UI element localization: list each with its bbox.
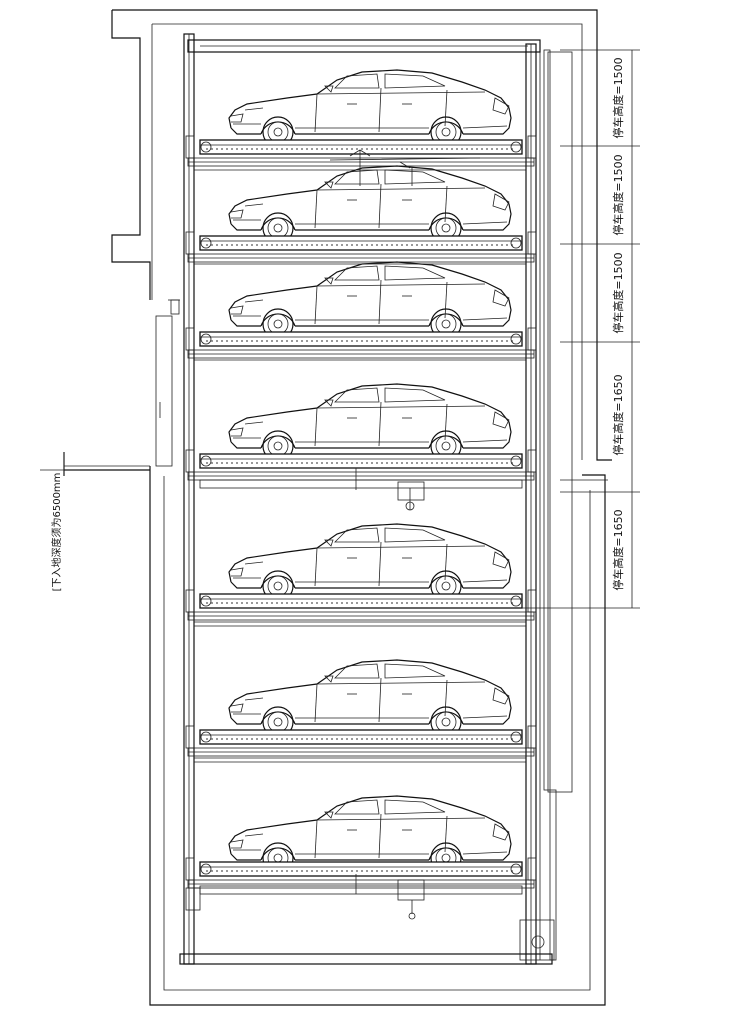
sedan-side-view-icon: [228, 69, 512, 148]
pit-depth-note: [下入地深度须为6500mm: [50, 473, 63, 592]
car-level-2: [185, 149, 537, 263]
level-height-label-2: 停车高度=1500: [611, 154, 625, 235]
level-height-label-1: 停车高度=1500: [611, 57, 625, 138]
level-height-label-5: 停车高度=1650: [611, 509, 625, 590]
lift-drive-mechanism: [199, 468, 523, 511]
level-height-label-3: 停车高度=1500: [611, 252, 625, 333]
car-level-3: [185, 261, 537, 359]
car-level-1: [185, 69, 537, 167]
car-level-7: [185, 795, 537, 889]
pallet-level-2: [185, 231, 537, 263]
building-outline: [63, 9, 612, 1006]
pallet-level-5: [185, 589, 537, 621]
pit-depth-dimension: [40, 452, 80, 476]
car-level-4: [185, 383, 537, 481]
pallet-level-6: [185, 725, 537, 757]
pit-drive-mechanism: [185, 874, 523, 920]
lift-frame: [179, 33, 573, 965]
car-level-5: [185, 523, 537, 621]
sedan-side-view-icon: [228, 659, 512, 738]
sedan-side-view-icon: [228, 523, 512, 602]
sedan-side-view-icon: [228, 165, 512, 244]
sedan-side-view-icon: [228, 261, 512, 340]
car-level-6: [185, 659, 537, 757]
pallet-level-3: [185, 327, 537, 359]
sedan-side-view-icon: [228, 383, 512, 462]
frame-crossbars: [194, 169, 526, 763]
pallet-level-4: [185, 449, 537, 481]
pallet-level-7: [185, 857, 537, 889]
dimension-chain: [520, 49, 640, 609]
level-height-label-4: 停车高度=1650: [611, 374, 625, 455]
